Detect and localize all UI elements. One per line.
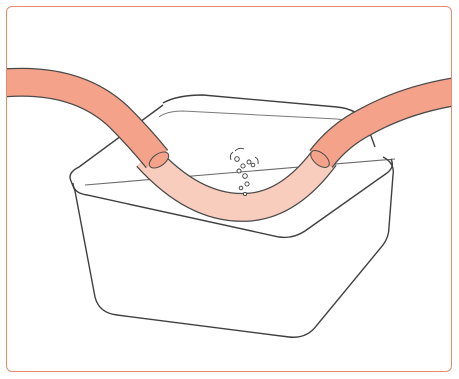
bubble — [234, 156, 240, 162]
air-bubbles-icon — [234, 156, 256, 197]
container-body — [69, 104, 394, 338]
bubble — [240, 163, 246, 169]
bubble — [250, 162, 256, 168]
diagram-frame — [6, 6, 452, 372]
bubble-motion-arc — [234, 147, 245, 152]
bubble — [238, 185, 244, 191]
tube-submerged-fill — [137, 147, 336, 221]
bubble-motion-arc — [254, 156, 259, 165]
bubble — [244, 181, 250, 187]
tube-left-fill — [7, 69, 168, 168]
bubble — [242, 191, 248, 197]
tube-right-waterline-cap — [310, 150, 330, 168]
bubble-motion-arc — [229, 151, 234, 161]
bubble — [236, 168, 242, 174]
tube-left-waterline-cap — [148, 151, 170, 169]
tube-right-fill — [310, 78, 451, 168]
container-front-rim — [72, 158, 394, 239]
tube-in-water-illustration — [7, 67, 451, 338]
bubble — [246, 159, 252, 165]
bubble — [242, 173, 248, 179]
